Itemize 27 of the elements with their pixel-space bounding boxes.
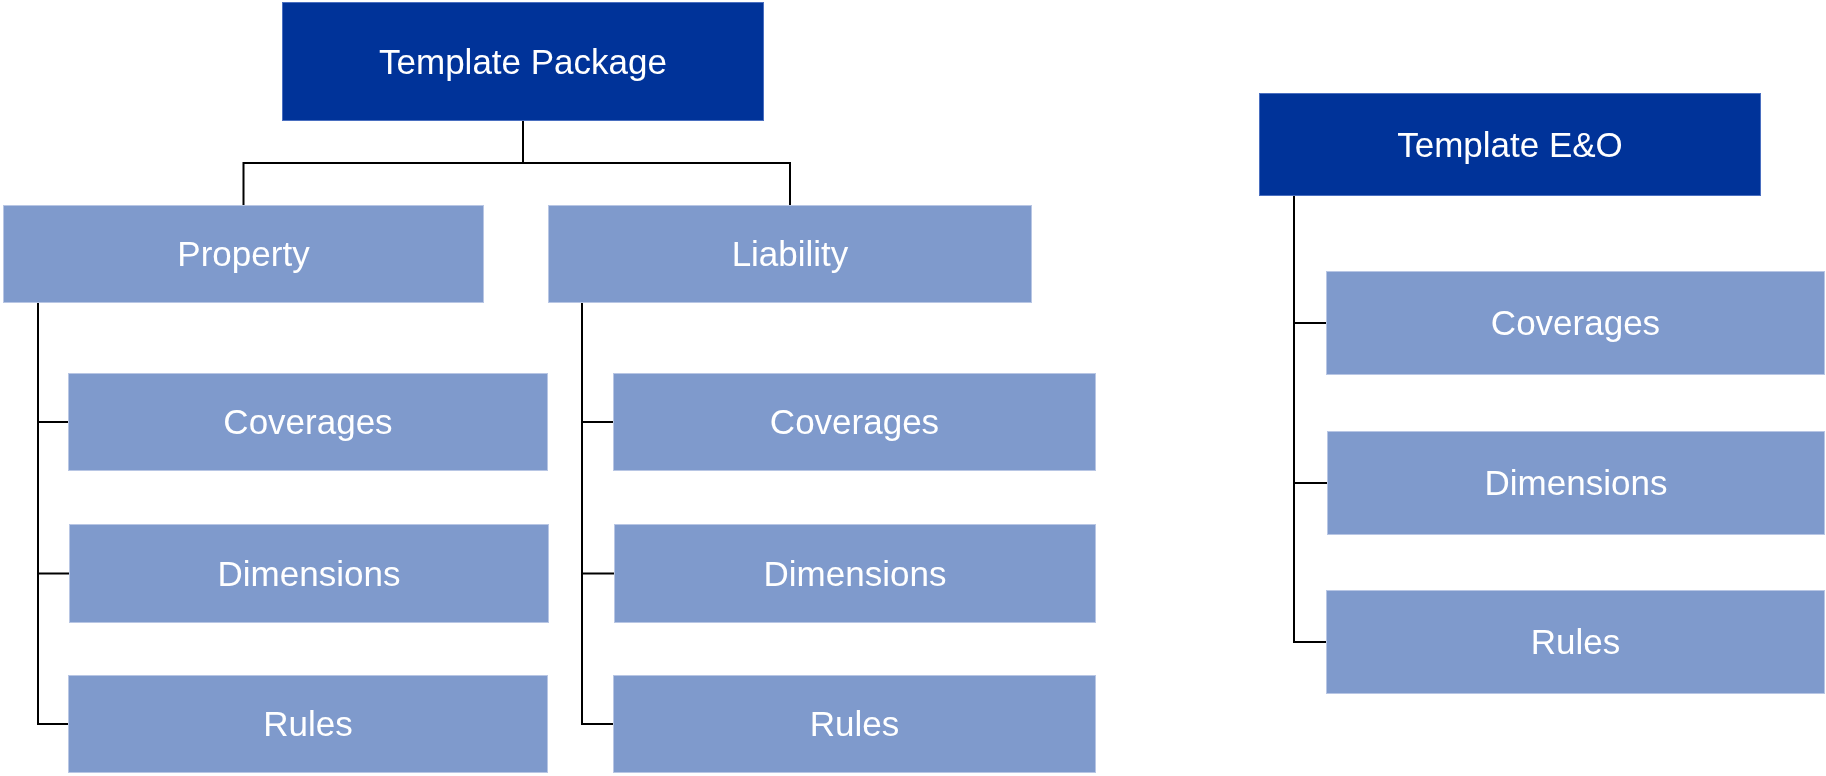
box-label: Dimensions: [217, 553, 401, 594]
category-box: [1327, 431, 1825, 535]
box-label: Coverages: [1490, 303, 1661, 343]
root-box: [1259, 93, 1761, 196]
category-box: [68, 373, 548, 471]
root-box: [282, 2, 764, 121]
box-label: Coverages: [769, 402, 940, 442]
category-box: [613, 373, 1096, 471]
category-box: [1326, 271, 1825, 375]
box-label: Dimensions: [1484, 463, 1668, 503]
category-box: [69, 524, 549, 623]
category-box: [3, 205, 484, 303]
box-label: Coverages: [223, 402, 393, 442]
box-label: Dimensions: [763, 553, 947, 594]
connector-line: [522, 120, 791, 206]
box-label: Liability: [731, 234, 849, 274]
box-label: Property: [177, 234, 310, 274]
category-box: [548, 205, 1032, 303]
box-label: Template E&O: [1397, 124, 1623, 165]
category-box: [613, 675, 1096, 773]
category-box: [1326, 590, 1825, 694]
box-label: Rules: [1530, 622, 1621, 662]
box-label: Template Package: [379, 41, 667, 82]
category-box: [68, 675, 548, 773]
box-label: Rules: [263, 704, 353, 744]
category-box: [614, 524, 1096, 623]
box-label: Rules: [809, 704, 900, 744]
